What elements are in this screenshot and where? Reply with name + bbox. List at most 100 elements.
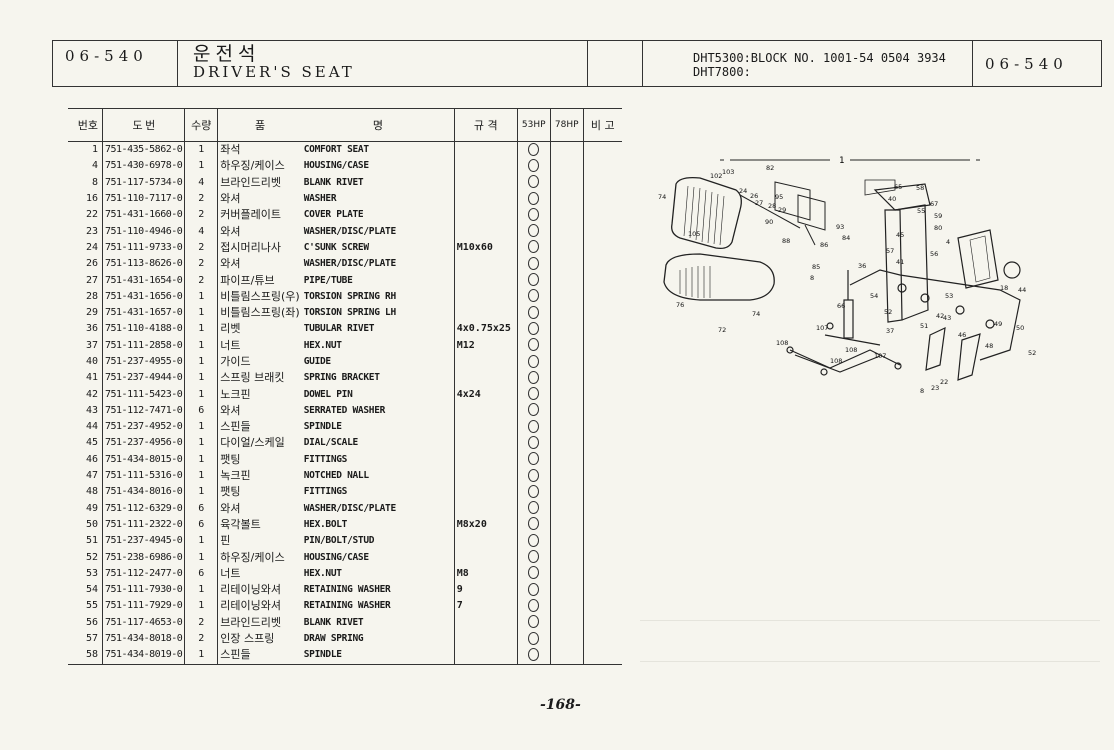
- col-name-en: 명: [301, 108, 455, 142]
- item-number: 44: [68, 419, 103, 436]
- remarks: [583, 207, 622, 223]
- callout: 58: [916, 184, 924, 192]
- quantity: 1: [184, 158, 219, 175]
- item-number: 40: [68, 353, 103, 371]
- item-number: 54: [68, 582, 103, 599]
- applicability-78hp: [550, 288, 584, 305]
- quantity: 6: [184, 565, 219, 583]
- applicability-53hp: [517, 141, 551, 159]
- remarks: [583, 272, 622, 288]
- callout: 40: [888, 195, 896, 203]
- remarks: [583, 175, 622, 191]
- spec: M8x20: [454, 516, 518, 534]
- part-number: 751-112-7471-0: [102, 402, 186, 420]
- part-number: 751-434-8016-0: [102, 484, 186, 501]
- item-number: 36: [68, 321, 103, 338]
- part-name-ko: 노크핀: [220, 387, 251, 401]
- part-name-en: TUBULAR RIVET: [301, 321, 455, 338]
- callout: 74: [658, 193, 666, 201]
- spec: [454, 174, 518, 191]
- quantity: 1: [184, 598, 219, 615]
- remarks: [583, 305, 622, 321]
- circle-mark-icon: [528, 305, 540, 319]
- part-name-ko: 비틀림스프링(좌): [220, 306, 300, 320]
- part-name-en: DIAL/SCALE: [301, 435, 455, 452]
- callout: 50: [1016, 324, 1024, 332]
- item-number: 41: [68, 370, 103, 387]
- spec: [454, 549, 518, 566]
- applicability-78hp: [550, 419, 584, 436]
- circle-mark-icon: [528, 419, 540, 433]
- applicability-78hp: [550, 239, 584, 257]
- part-name-ko: 녹크핀: [220, 469, 251, 483]
- circle-mark-icon: [528, 435, 540, 449]
- circle-mark-icon: [528, 142, 540, 156]
- spec: 4x24: [454, 386, 518, 403]
- circle-mark-icon: [528, 370, 540, 384]
- part-name-en: FITTINGS: [301, 484, 455, 501]
- part-number: 751-431-1656-0: [102, 288, 186, 305]
- applicability-78hp: [550, 174, 584, 191]
- circle-mark-icon: [528, 533, 540, 547]
- applicability-53hp: [517, 533, 551, 550]
- callout: 55: [917, 207, 925, 215]
- col-name-ko: 품: [217, 108, 302, 142]
- part-name-en: SPINDLE: [301, 647, 455, 665]
- remarks: [583, 468, 622, 484]
- title-korean: 운전석: [193, 43, 261, 65]
- part-name-ko: 와셔: [220, 224, 241, 238]
- part-name-en: TORSION SPRING RH: [301, 288, 455, 305]
- part-name-ko: 리테이닝와셔: [220, 583, 282, 597]
- applicability-53hp: [517, 467, 551, 485]
- remarks: [583, 158, 622, 174]
- spec: [454, 141, 518, 159]
- part-name-ko: 스프링 브래킷: [220, 371, 285, 385]
- part-name-ko: 접시머리나사: [220, 240, 282, 254]
- remarks: [583, 223, 622, 239]
- callout: 107: [816, 324, 828, 332]
- spec: [454, 467, 518, 485]
- part-number: 751-113-8626-0: [102, 256, 186, 273]
- part-number: 751-111-9733-0: [102, 239, 186, 257]
- part-name-en: SPINDLE: [301, 419, 455, 436]
- part-name-en: PIPE/TUBE: [301, 272, 455, 289]
- item-number: 47: [68, 467, 103, 485]
- quantity: 1: [184, 467, 219, 485]
- part-number: 751-434-8019-0: [102, 647, 186, 665]
- remarks: [583, 191, 622, 207]
- spec: [454, 484, 518, 501]
- item-number: 43: [68, 402, 103, 420]
- circle-mark-icon: [528, 484, 540, 498]
- item-number: 50: [68, 516, 103, 534]
- spec: M12: [454, 337, 518, 354]
- section-code: 06-540: [53, 41, 178, 86]
- exploded-parts-diagram: 1 74 102 103 105 82 24 26 27 28 29 90: [658, 156, 1036, 395]
- part-name-ko: 가이드: [220, 355, 251, 368]
- part-number: 751-112-2477-0: [102, 565, 186, 583]
- applicability-78hp: [550, 614, 584, 631]
- part-number: 751-431-1654-0: [102, 272, 186, 289]
- applicability-53hp: [517, 288, 551, 305]
- callout: 8: [920, 387, 924, 395]
- applicability-78hp: [550, 207, 584, 224]
- item-number: 48: [68, 484, 103, 501]
- circle-mark-icon: [528, 517, 540, 531]
- part-name-ko: 하우징/케이스: [220, 159, 285, 173]
- applicability-78hp: [550, 190, 584, 208]
- callout: 66: [837, 302, 845, 310]
- applicability-78hp: [550, 337, 584, 354]
- callout: 105: [688, 230, 700, 238]
- part-name-en: NOTCHED NALL: [301, 467, 455, 485]
- part-name-en: SPRING BRACKET: [301, 370, 455, 387]
- callout: 85: [812, 263, 820, 271]
- callout: 51: [920, 322, 928, 330]
- spec: [454, 370, 518, 387]
- callout: 52: [884, 308, 892, 316]
- part-name-en: SERRATED WASHER: [301, 402, 455, 420]
- quantity: 2: [184, 239, 219, 257]
